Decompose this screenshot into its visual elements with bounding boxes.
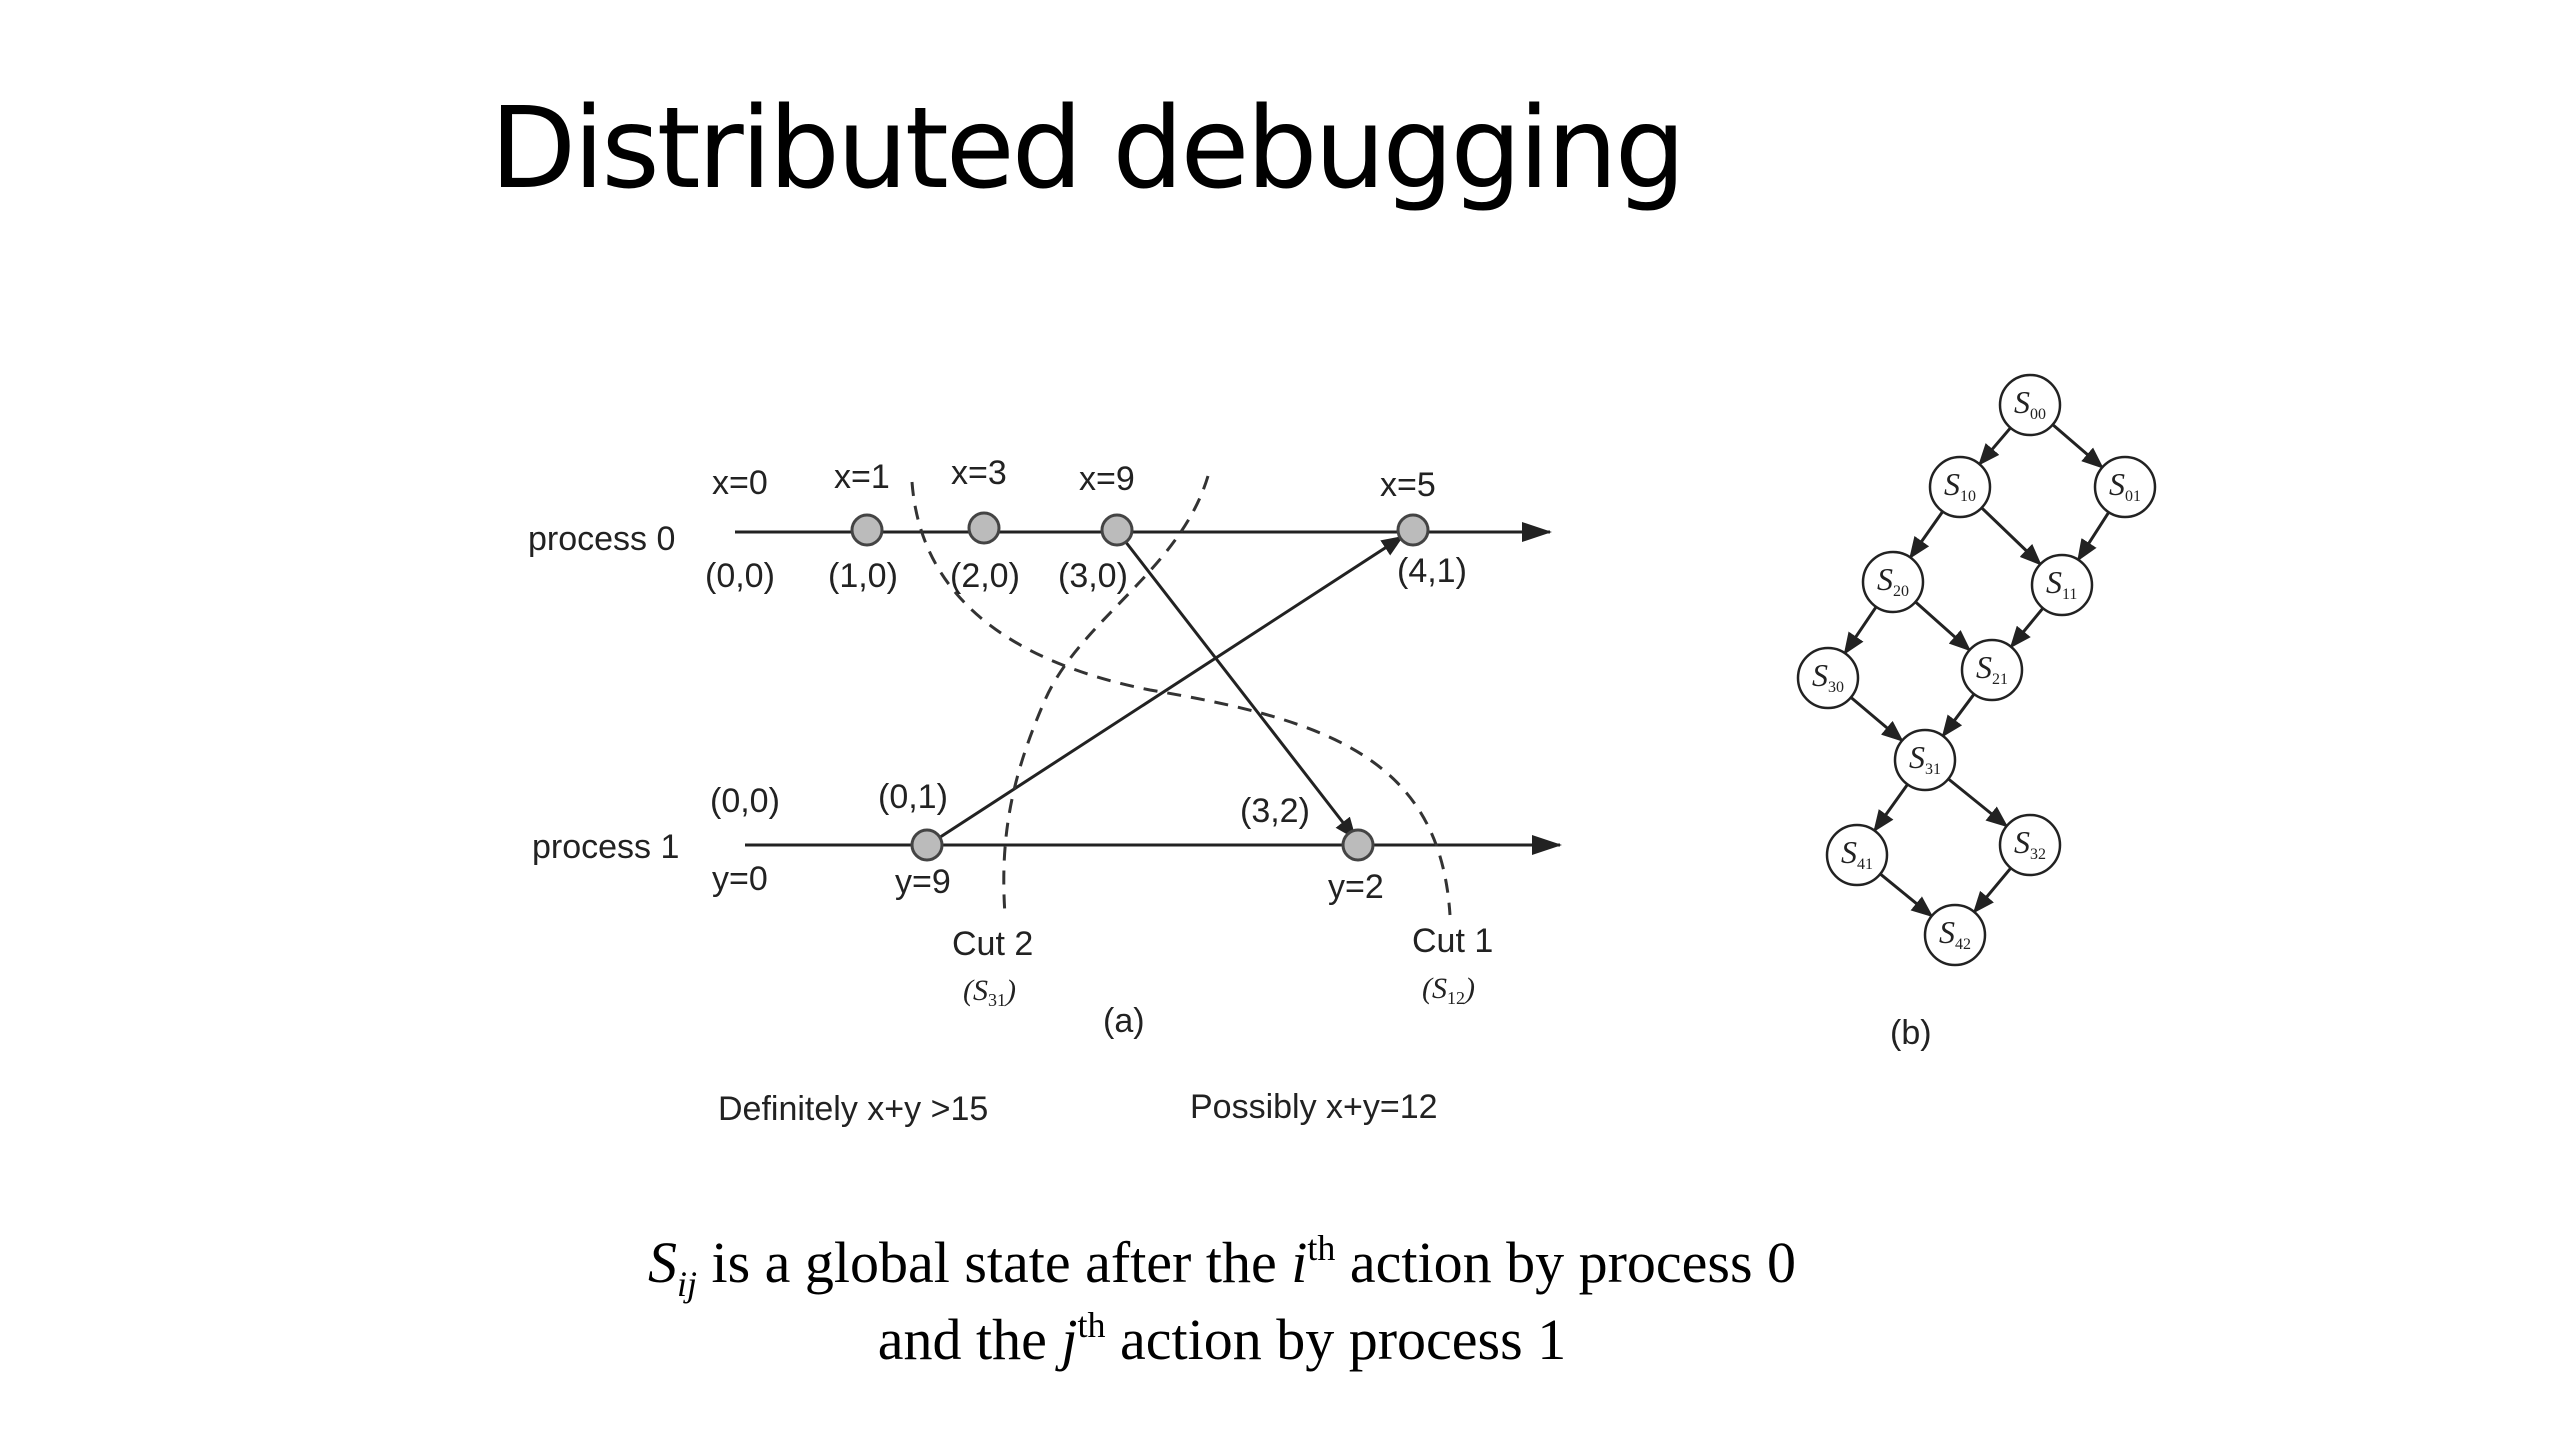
cut-1-label: Cut 1	[1412, 922, 1493, 960]
p0-start-clock: (0,0)	[705, 557, 775, 595]
lattice-edge-31-41	[1873, 783, 1909, 833]
cut-1-line	[910, 481, 1452, 916]
p1-event-1-clock: (0,1)	[878, 778, 948, 816]
message-p1-to-p0	[927, 535, 1404, 847]
lattice-node-41	[1825, 823, 1889, 887]
cut-1-state: (S12)	[1422, 972, 1475, 1008]
lattice-node-30	[1796, 646, 1860, 710]
message-p0-to-p1	[1116, 531, 1357, 840]
p1-event-2-value: y=2	[1328, 868, 1384, 906]
lattice-edge-30-31	[1849, 696, 1904, 742]
lattice-node-label-32: S32	[2014, 824, 2046, 863]
diagram-b-label: (b)	[1890, 1014, 1932, 1052]
lattice-node-11	[2030, 553, 2094, 617]
lattice-edge-41-42	[1879, 872, 1934, 918]
lattice-edge-00-10	[1978, 426, 2012, 466]
p0-event-1-clock: (1,0)	[828, 557, 898, 595]
cut-2-state: (S31)	[963, 974, 1016, 1010]
lattice-node-00	[1998, 373, 2062, 437]
lattice-node-label-41: S41	[1841, 834, 1873, 873]
lattice-edge-21-31	[1941, 693, 1976, 738]
p1-start-value: y=0	[712, 860, 768, 898]
lattice-node-label-20: S20	[1877, 561, 1909, 600]
lattice-node-42	[1923, 903, 1987, 967]
process0-name: process 0	[528, 520, 675, 558]
p0-event-3	[1100, 513, 1134, 547]
p0-event-2	[967, 511, 1001, 545]
p0-event-4-value: x=5	[1380, 466, 1436, 504]
lattice-edge-01-11	[2076, 511, 2111, 562]
lattice-node-21	[1960, 638, 2024, 702]
lattice-edge-20-21	[1914, 600, 1972, 652]
lattice-edge-20-30	[1843, 606, 1878, 655]
caption-line-1: Sij is a global state after the ith acti…	[647, 1228, 1797, 1304]
lattice-node-10	[1928, 455, 1992, 519]
lattice-edge-00-01	[2051, 423, 2104, 469]
p0-event-3-clock: (3,0)	[1058, 557, 1128, 595]
p1-event-2	[1341, 828, 1375, 862]
cut-2-line	[1002, 475, 1210, 916]
lattice-edge-10-11	[1980, 506, 2042, 566]
possibly-predicate: Possibly x+y=12	[1190, 1088, 1438, 1126]
p1-start-clock: (0,0)	[710, 782, 780, 820]
p0-event-2-value: x=3	[951, 454, 1007, 492]
process1-name: process 1	[532, 828, 679, 866]
p0-event-4	[1396, 513, 1430, 547]
lattice-edge-11-21	[2009, 607, 2045, 649]
lattice-node-label-30: S30	[1812, 657, 1844, 696]
lattice-node-label-21: S21	[1976, 649, 2008, 688]
p0-event-1	[850, 513, 884, 547]
p0-event-2-clock: (2,0)	[950, 557, 1020, 595]
p0-event-3-value: x=9	[1079, 460, 1135, 498]
lattice-node-32	[1998, 813, 2062, 877]
lattice-node-label-42: S42	[1939, 914, 1971, 953]
lattice-node-31	[1893, 728, 1957, 792]
lattice-node-label-31: S31	[1909, 739, 1941, 778]
p0-event-1-value: x=1	[834, 458, 890, 496]
slide-title: Distributed debugging	[490, 84, 1686, 214]
lattice-node-01	[2093, 455, 2157, 519]
diagram-a-label: (a)	[1103, 1002, 1145, 1040]
p0-start-value: x=0	[712, 464, 768, 502]
space-time-diagram: process 0 process 1 x=0 (0,0) (0,0) y=0 …	[528, 454, 1562, 1128]
caption-line-2: and the jth action by process 1	[877, 1305, 1567, 1372]
p1-event-1	[910, 828, 944, 862]
lattice-node-label-10: S10	[1944, 466, 1976, 505]
p1-event-2-clock: (3,2)	[1240, 792, 1310, 830]
cut-2-label: Cut 2	[952, 925, 1033, 963]
lattice-node-label-00: S00	[2014, 384, 2046, 423]
lattice-edge-10-20	[1909, 510, 1944, 560]
lattice-edge-32-42	[1972, 867, 2012, 914]
lattice-edge-31-32	[1947, 777, 2009, 828]
lattice-node-label-11: S11	[2046, 564, 2077, 603]
p0-event-4-clock: (4,1)	[1397, 552, 1467, 590]
definitely-predicate: Definitely x+y >15	[718, 1090, 988, 1128]
lattice-node-label-01: S01	[2109, 466, 2141, 505]
p1-event-1-value: y=9	[895, 863, 951, 901]
lattice-node-20	[1861, 550, 1925, 614]
